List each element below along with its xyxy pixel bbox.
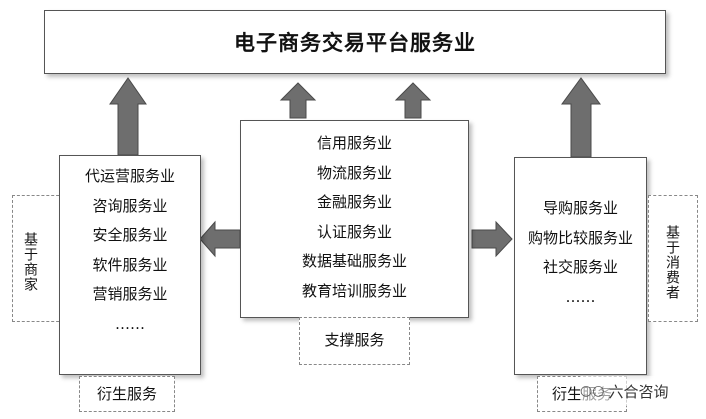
list-item: 金融服务业 — [316, 193, 392, 211]
merchant-side-label: 基于商家 — [22, 232, 38, 292]
support-caption-box — [299, 317, 410, 365]
list-item: 教育培训服务业 — [301, 281, 407, 300]
consumer-label-box — [648, 195, 698, 322]
list-item: 营销服务业 — [92, 285, 168, 303]
list-item: 导购服务业 — [542, 199, 618, 217]
platform-title-box: 电子商务交易平台服务业 — [44, 10, 666, 74]
consumer-services-list: 导购服务业 购物比较服务业 社交服务业 …… — [515, 194, 646, 312]
arrow-up-center-left — [279, 82, 317, 119]
arrow-up-center-right — [394, 82, 432, 119]
arrow-left — [199, 220, 241, 258]
platform-title: 电子商务交易平台服务业 — [234, 31, 476, 55]
merchant-caption-box — [79, 376, 175, 412]
list-item: 认证服务业 — [316, 222, 392, 241]
support-services-box: 信用服务业 物流服务业 金融服务业 认证服务业 数据基础服务业 教育培训服务业 — [240, 120, 469, 318]
list-item: …… — [115, 314, 145, 333]
merchant-derived-caption: 衍生服务 — [96, 385, 157, 403]
watermark: ○○ 六合咨询 — [580, 376, 706, 406]
list-item: 咨询服务业 — [92, 196, 168, 215]
arrow-right — [471, 220, 513, 258]
arrow-up-right — [561, 77, 601, 158]
support-services-list: 信用服务业 物流服务业 金融服务业 认证服务业 数据基础服务业 教育培训服务业 — [241, 129, 468, 306]
list-item: 信用服务业 — [316, 134, 392, 152]
arrow-up-left — [109, 77, 147, 156]
list-item: 代运营服务业 — [84, 167, 175, 185]
watermark-text: 六合咨询 — [608, 382, 669, 401]
consumer-side-label: 基于消费者 — [664, 224, 680, 300]
list-item: …… — [565, 287, 596, 306]
list-item: 软件服务业 — [92, 255, 168, 274]
list-item: 物流服务业 — [316, 163, 392, 182]
merchant-services-box: 代运营服务业 咨询服务业 安全服务业 软件服务业 营销服务业 …… — [59, 155, 201, 375]
list-item: 数据基础服务业 — [301, 252, 407, 270]
list-item: 社交服务业 — [542, 258, 618, 276]
list-item: 购物比较服务业 — [527, 228, 633, 247]
support-caption: 支撑服务 — [324, 331, 385, 349]
chat-bubble-icon: ○○ — [580, 383, 605, 399]
consumer-services-box: 导购服务业 购物比较服务业 社交服务业 …… — [514, 157, 647, 375]
merchant-services-list: 代运营服务业 咨询服务业 安全服务业 软件服务业 营销服务业 …… — [60, 162, 200, 339]
list-item: 安全服务业 — [92, 226, 168, 244]
